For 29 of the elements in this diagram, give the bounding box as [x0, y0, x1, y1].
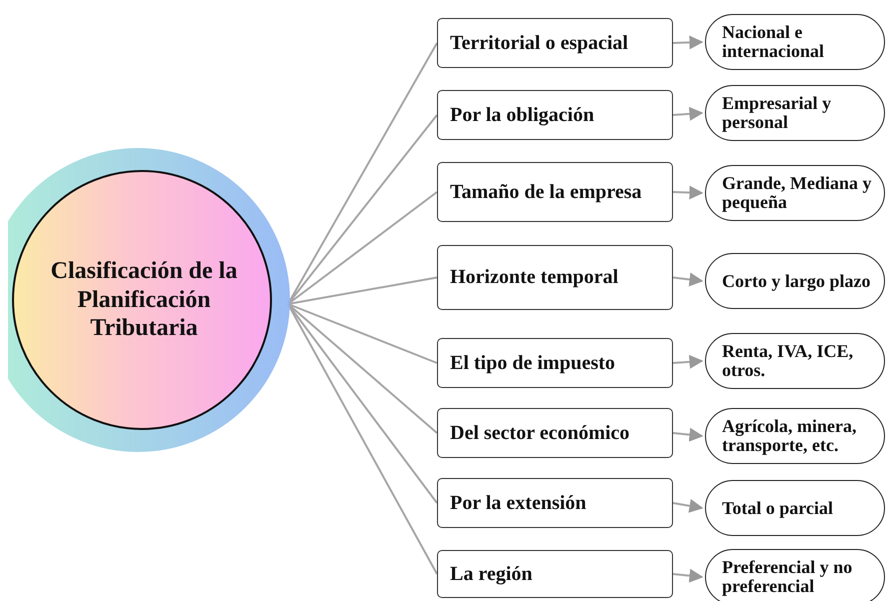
detail-pill: Grande, Mediana y pequeña: [705, 165, 885, 221]
category-box: Del sector económico: [437, 408, 673, 458]
category-box: Por la obligación: [437, 90, 673, 140]
category-box: Territorial o espacial: [437, 18, 673, 68]
detail-pill: Empresarial y personal: [705, 85, 885, 141]
arrow: [672, 35, 704, 50]
title-text: Clasificación de la Planificación Tributaria: [50, 256, 238, 344]
detail-pill: Total o parcial: [705, 480, 885, 536]
connector-line: [288, 303, 438, 364]
connector-line: [288, 276, 438, 305]
category-box: Horizonte temporal: [437, 245, 673, 310]
arrow: [672, 272, 704, 286]
connector-line: [287, 304, 438, 574]
category-box: Por la extensión: [437, 478, 673, 528]
detail-pill: Corto y largo plazo: [705, 253, 885, 309]
category-box: Tamaño de la empresa: [437, 162, 673, 222]
arrow: [672, 354, 704, 369]
arrow: [672, 428, 704, 442]
arrow: [672, 106, 704, 121]
arrow: [672, 498, 704, 513]
detail-pill: Agrícola, minera, transporte, etc.: [705, 408, 885, 464]
detail-pill: Renta, IVA, ICE, otros.: [705, 333, 885, 389]
category-box: El tipo de impuesto: [437, 338, 673, 388]
detail-pill: Preferencial y no preferencial: [705, 549, 885, 601]
connector-line: [287, 191, 438, 305]
arrow: [672, 186, 704, 200]
detail-pill: Nacional e internacional: [705, 14, 885, 70]
arrow: [672, 568, 704, 583]
category-box: La región: [437, 550, 673, 598]
